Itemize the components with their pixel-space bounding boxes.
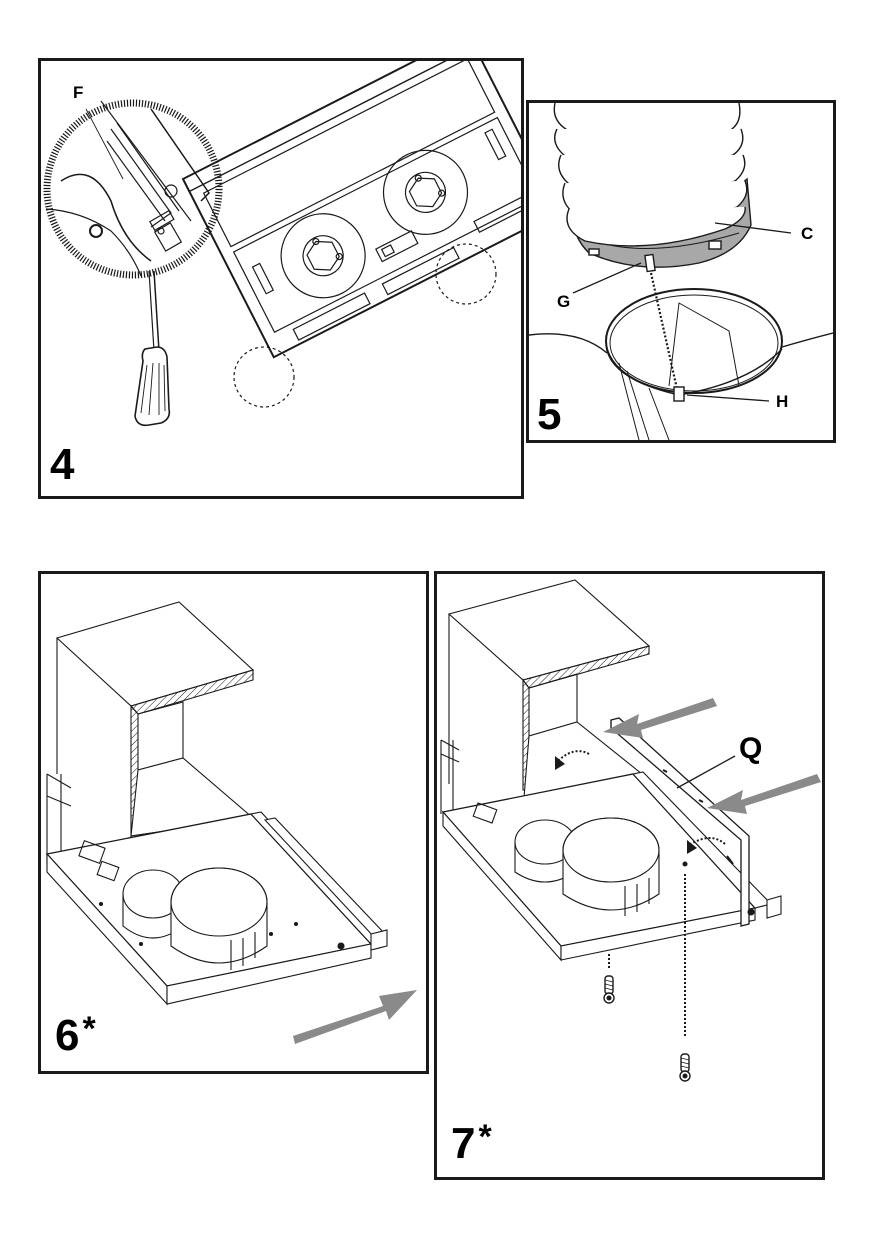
step-number-6: 6* <box>55 1011 96 1060</box>
callout-H: H <box>776 392 789 411</box>
figure-5-panel: C G H 5 <box>526 100 836 443</box>
step-number-7: 7* <box>451 1119 492 1168</box>
figure-5-illustration <box>529 103 833 440</box>
figure-4-panel: F 4 <box>38 58 524 499</box>
step-number-5: 5 <box>537 390 562 439</box>
insert-arrow-right <box>707 774 821 814</box>
screw-2 <box>679 1053 691 1082</box>
callout-F: F <box>73 83 84 102</box>
step-number-6-digit: 6 <box>55 1011 80 1060</box>
screw-1 <box>603 975 615 1004</box>
insert-arrow-top <box>603 698 717 738</box>
figure-6-illustration <box>45 601 417 1044</box>
figure-6-panel: 6* <box>38 571 429 1074</box>
figure-7-panel: Q 7* <box>434 571 825 1180</box>
step-number-7-digit: 7 <box>451 1119 476 1168</box>
figure-4-illustration <box>43 61 521 427</box>
optional-step-asterisk: * <box>478 1118 491 1156</box>
callout-Q: Q <box>739 732 763 765</box>
step-number-4: 4 <box>50 440 75 489</box>
figure-7-illustration <box>440 579 821 1082</box>
direction-arrow <box>293 990 417 1044</box>
magnifier-circle <box>43 99 223 279</box>
optional-step-asterisk: * <box>82 1010 95 1048</box>
callout-C: C <box>801 224 814 243</box>
callout-G: G <box>557 292 571 311</box>
